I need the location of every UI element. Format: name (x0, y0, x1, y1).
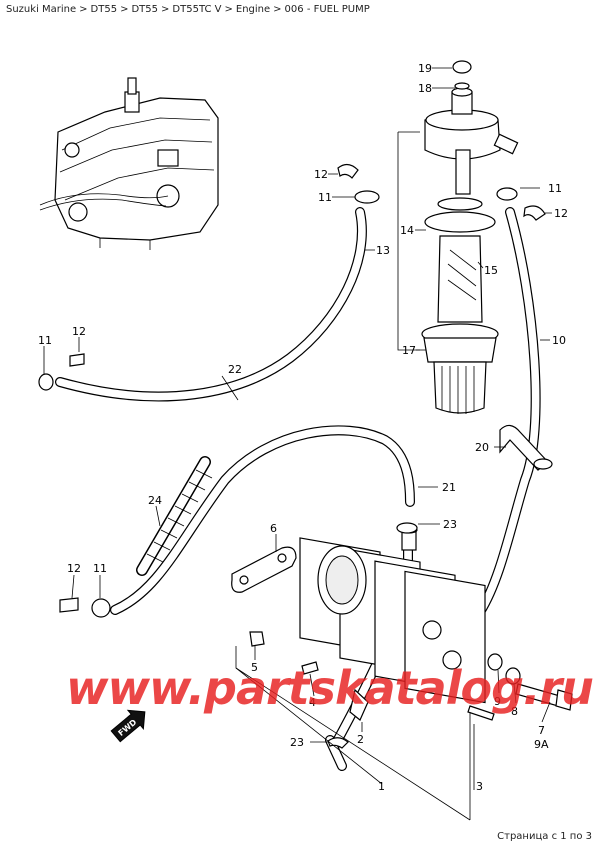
callout-label[interactable]: 2 (357, 733, 364, 746)
leader-lines (43, 67, 552, 821)
watermark: www.partskatalog.ru (66, 661, 594, 715)
callout-label[interactable]: 6 (270, 522, 277, 535)
breadcrumb: Suzuki Marine>DT55>DT55>DT55TC V>Engine>… (6, 4, 370, 15)
callout-label[interactable]: 23 (443, 518, 457, 531)
fuel-pump (231, 526, 486, 721)
callout-label[interactable]: 12 (72, 325, 86, 338)
callout-label[interactable]: 11 (318, 191, 332, 204)
breadcrumb-item-dt55-a[interactable]: DT55 (90, 4, 118, 15)
breadcrumb-item-engine[interactable]: Engine (235, 4, 271, 15)
breadcrumb-separator: > (79, 4, 88, 15)
callout-label[interactable]: 10 (552, 334, 566, 347)
breadcrumb-separator: > (120, 4, 129, 15)
engine-block-illustration (39, 77, 219, 250)
callout-label[interactable]: 12 (314, 168, 328, 181)
callout-label[interactable]: 7 (538, 724, 545, 737)
part-callouts: 19 18 12 11 11 12 14 13 15 10 11 12 22 1… (38, 62, 568, 793)
callout-label[interactable]: 17 (402, 344, 416, 357)
callout-label[interactable]: 1 (378, 780, 385, 793)
callout-label[interactable]: 11 (38, 334, 52, 347)
callout-label[interactable]: 9A (534, 738, 549, 751)
callout-label[interactable]: 8 (511, 705, 518, 718)
callout-label[interactable]: 22 (228, 363, 242, 376)
callout-label[interactable]: 14 (400, 224, 414, 237)
callout-label[interactable]: 9 (494, 695, 501, 708)
callout-label[interactable]: 20 (475, 441, 489, 454)
callout-label[interactable]: 24 (148, 494, 162, 507)
callout-label[interactable]: 21 (442, 481, 456, 494)
callout-label[interactable]: 13 (376, 244, 390, 257)
clamps-fasteners (38, 163, 573, 749)
callout-label[interactable]: 11 (93, 562, 107, 575)
breadcrumb-separator: > (273, 4, 282, 15)
breadcrumb-item-dt55-b[interactable]: DT55 (131, 4, 159, 15)
callout-label[interactable]: 4 (309, 696, 316, 709)
callout-label[interactable]: 18 (418, 82, 432, 95)
callout-label[interactable]: 11 (548, 182, 562, 195)
spiral-protector (136, 456, 213, 576)
callout-label[interactable]: 12 (67, 562, 81, 575)
breadcrumb-item-fuel-pump: 006 - FUEL PUMP (284, 4, 370, 15)
callout-label[interactable]: 3 (476, 780, 483, 793)
callout-label[interactable]: 23 (290, 736, 304, 749)
breadcrumb-separator: > (224, 4, 233, 15)
callout-label[interactable]: 19 (418, 62, 432, 75)
breadcrumb-item-dt55tc-v[interactable]: DT55TC V (172, 4, 222, 15)
page-indicator: Страница с 1 по 3 (497, 831, 592, 842)
breadcrumb-item-suzuki-marine[interactable]: Suzuki Marine (6, 4, 77, 15)
fuel-hoses (55, 207, 541, 771)
fuel-filter-assembly (397, 60, 519, 414)
breadcrumb-separator: > (161, 4, 170, 15)
callout-label[interactable]: 15 (484, 264, 498, 277)
callout-label[interactable]: 12 (554, 207, 568, 220)
callout-label[interactable]: 5 (251, 661, 258, 674)
